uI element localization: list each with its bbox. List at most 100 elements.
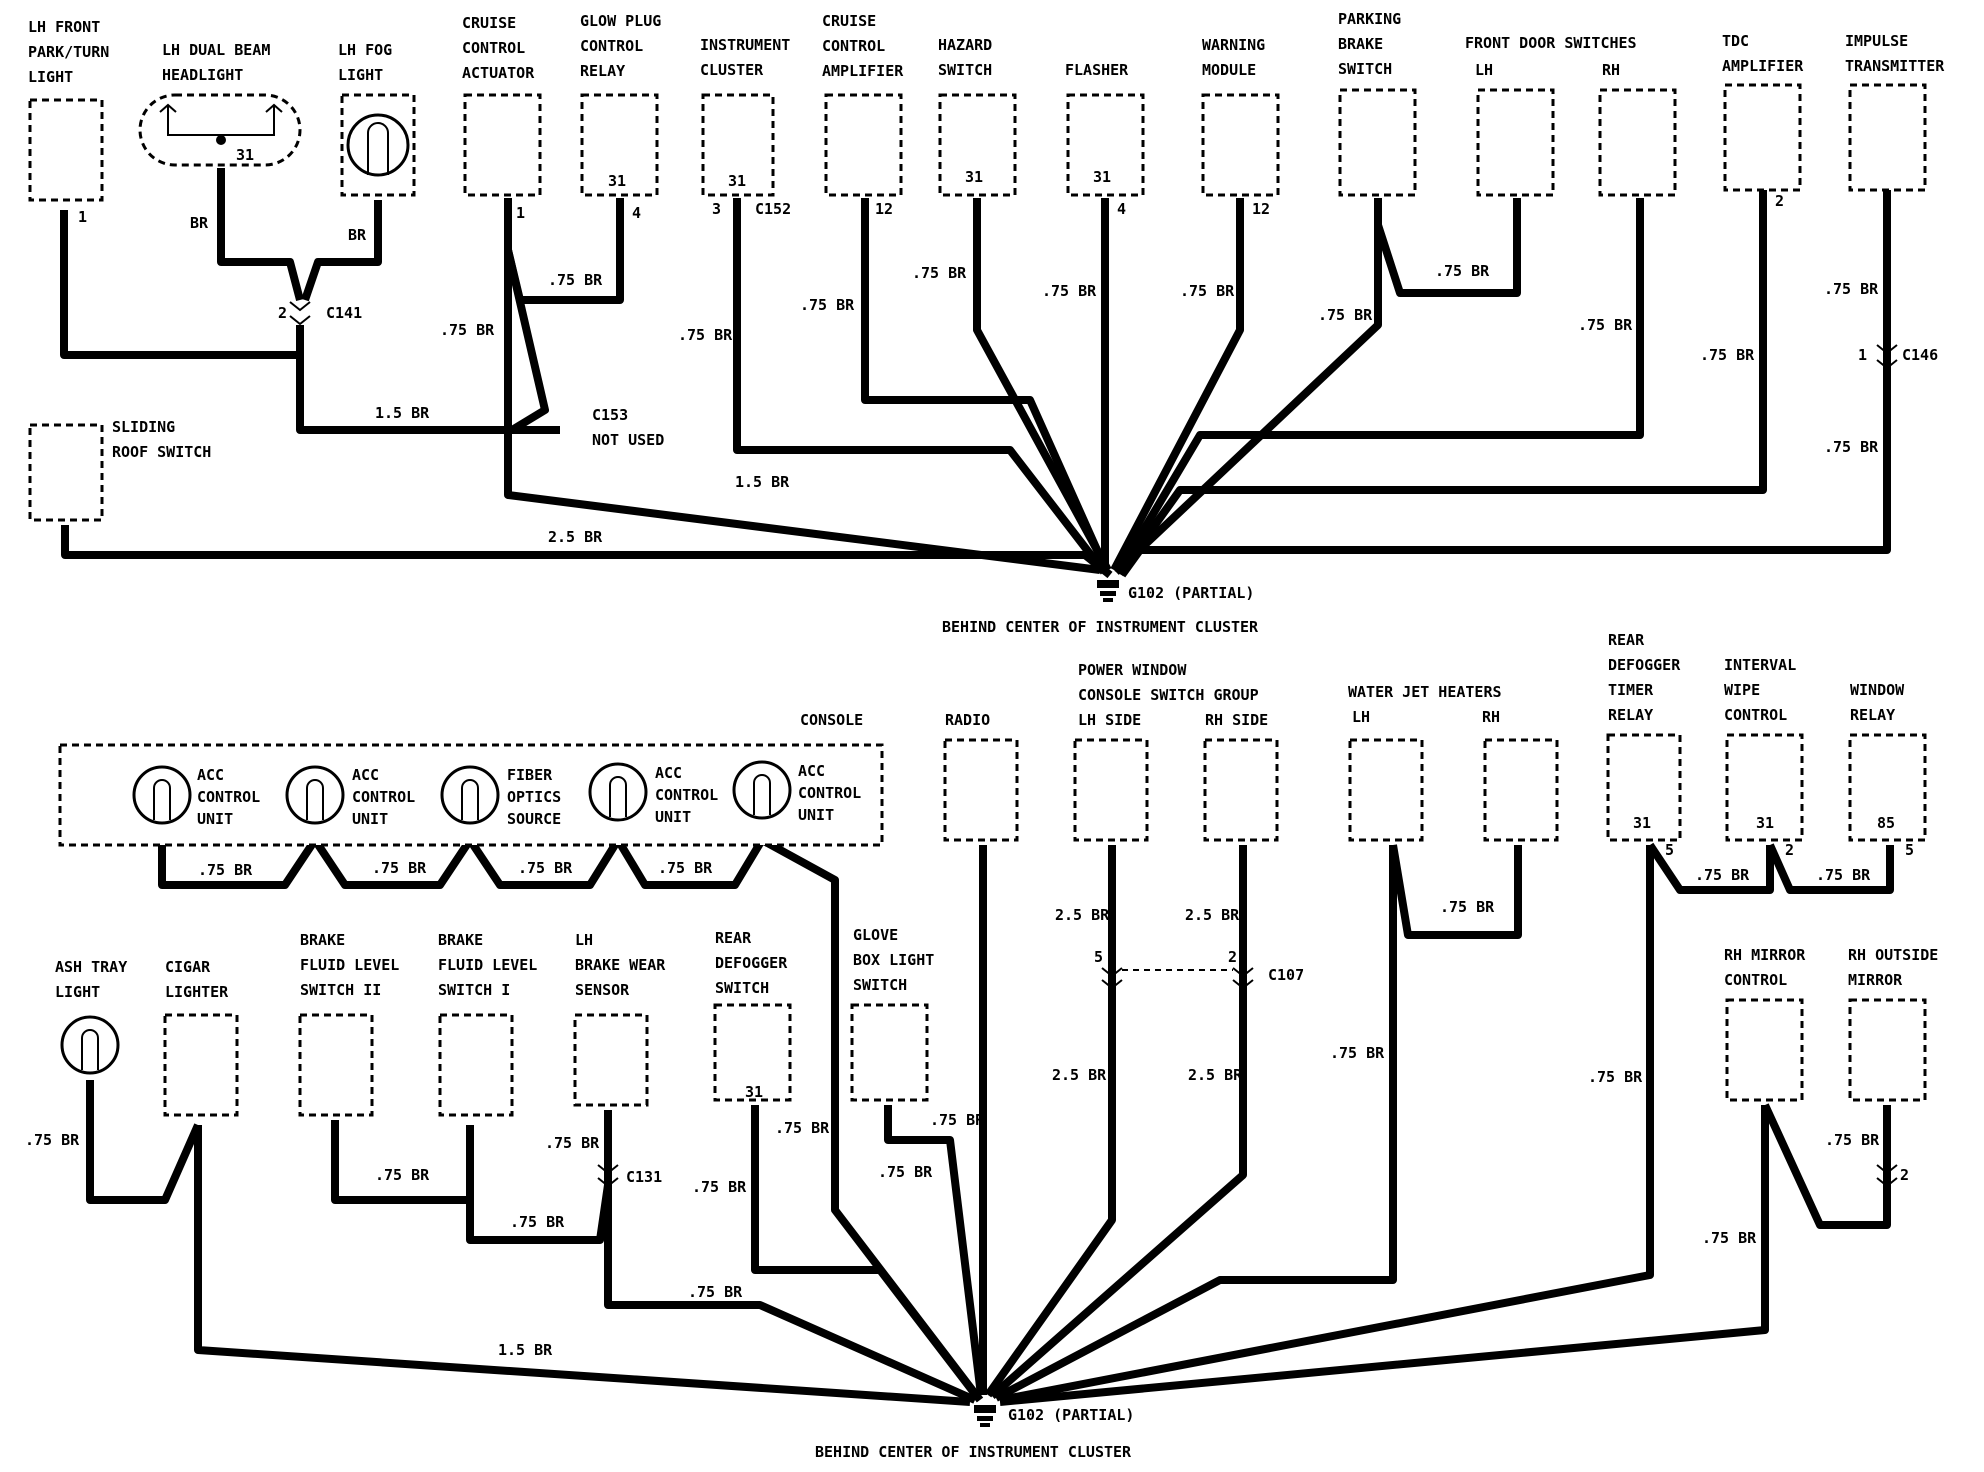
rear-defogger-timer-relay[interactable] [1606,733,1682,842]
wire-interval-wipe [1646,842,1774,894]
acc-control-unit-2[interactable] [285,765,345,825]
label-radio: RADIO [945,711,990,729]
label-ground-top: G102 (PARTIAL) [1128,584,1254,602]
label-c141: C141 [326,304,362,322]
label-defog-timer-2: DEFOGGER [1608,656,1681,674]
lh-dual-beam-headlight[interactable] [138,93,302,167]
front-door-switch-lh[interactable] [1476,88,1555,197]
glove-box-light-switch[interactable] [850,1003,929,1102]
c107-connector-lh-icon [1101,967,1123,990]
acc-control-unit-4[interactable] [732,760,792,820]
label-ground-bottom-loc: BEHIND CENTER OF INSTRUMENT CLUSTER [815,1443,1132,1461]
bottom-components [58,733,1927,1427]
pin-interval-2: 2 [1785,841,1794,859]
wire-defogger-timer [999,845,1654,1404]
label-glove-2: BOX LIGHT [853,951,934,969]
label-water-jet: WATER JET HEATERS [1348,683,1502,701]
flasher[interactable] [1066,93,1145,197]
wire-brake-fluid-2 [331,1120,474,1204]
wire-water-jet-lh [994,845,1397,1402]
wire-front-door-lh [1374,198,1521,297]
top-labels: LH FRONT PARK/TURN LIGHT LH DUAL BEAM HE… [28,10,1945,636]
brake-fluid-level-switch-ii[interactable] [298,1013,374,1117]
lh-brake-wear-sensor[interactable] [573,1013,649,1107]
label-ground-top-loc: BEHIND CENTER OF INSTRUMENT CLUSTER [942,618,1259,636]
wire-warning [1110,198,1244,572]
water-jet-heater-rh[interactable] [1483,738,1559,842]
acc-control-unit-3[interactable] [588,762,648,822]
brake-fluid-level-switch-i[interactable] [438,1013,514,1117]
gauge-defog-switch: .75 BR [692,1178,747,1196]
cruise-control-amplifier[interactable] [824,93,903,197]
label-acc3-2: CONTROL [655,786,718,804]
label-lh-front-2: PARK/TURN [28,43,109,61]
rear-defogger-switch[interactable] [713,1003,792,1102]
hazard-switch[interactable] [938,93,1017,197]
label-interval-2: WIPE [1724,681,1760,699]
gauge-hazard: .75 BR [912,264,967,282]
impulse-transmitter[interactable] [1848,83,1927,192]
interval-wipe-control[interactable] [1725,733,1804,842]
pin-actuator-1: 1 [516,204,525,222]
c107-connector-rh-icon [1232,967,1254,990]
bottom-wires [86,836,1894,1406]
glow-plug-control-relay[interactable] [580,93,659,197]
pin-window-5: 5 [1905,841,1914,859]
sliding-roof-switch[interactable] [28,423,104,522]
pin-headlight-31: 31 [236,146,254,164]
label-impulse-1: IMPULSE [1845,32,1908,50]
label-bf1-1: BRAKE [438,931,483,949]
lh-front-park-turn-light[interactable] [28,98,104,202]
label-fog-1: LH FOG [338,41,392,59]
front-door-switch-rh[interactable] [1598,88,1677,197]
rh-outside-mirror[interactable] [1848,998,1927,1102]
label-interval-3: CONTROL [1724,706,1787,724]
rh-mirror-control[interactable] [1725,998,1804,1102]
label-fiber-2: OPTICS [507,788,561,806]
label-acc1-2: CONTROL [197,788,260,806]
top-components [28,83,1927,602]
cruise-control-actuator[interactable] [463,93,542,197]
label-fiber-1: FIBER [507,766,553,784]
label-flasher: FLASHER [1065,61,1129,79]
label-defog-switch-2: DEFOGGER [715,954,788,972]
fiber-optics-source[interactable] [440,765,500,825]
label-front-door-lh: LH [1475,61,1493,79]
pin-c146-1: 1 [1858,346,1867,364]
power-window-lh-side[interactable] [1073,738,1149,842]
label-acc3-3: UNIT [655,808,691,826]
instrument-cluster[interactable] [701,93,775,197]
label-ash-2: LIGHT [55,983,100,1001]
pin-interval-31: 31 [1756,814,1774,832]
acc-control-unit-1[interactable] [132,765,192,825]
tdc-amplifier[interactable] [1723,83,1802,192]
label-warning-1: WARNING [1202,36,1265,54]
label-mirror-control-1: RH MIRROR [1724,946,1806,964]
gauge-pw-rh-lower: 2.5 BR [1188,1066,1243,1084]
wire-lh-headlight [217,168,304,302]
label-wear-1: LH [575,931,593,949]
ground-g102-bottom-icon [974,1405,996,1427]
ash-tray-light[interactable] [60,1015,120,1075]
label-glow-2: CONTROL [580,37,643,55]
gauge-console-4: .75 BR [658,859,713,877]
window-relay[interactable] [1848,733,1927,842]
label-cruise-amp-3: AMPLIFIER [822,62,904,80]
gauge-brake-wear: .75 BR [545,1134,600,1152]
pin-defog-switch-31: 31 [745,1083,763,1101]
label-c153: C153 [592,406,628,424]
gauge-water-jet: .75 BR [1440,898,1495,916]
wire-c141-c153 [296,325,560,434]
power-window-rh-side[interactable] [1203,738,1279,842]
gauge-cigar-main: 1.5 BR [498,1341,553,1359]
cigar-lighter[interactable] [163,1013,239,1117]
water-jet-heater-lh[interactable] [1348,738,1424,842]
wire-front-door-rh [1114,198,1644,576]
radio[interactable] [943,738,1019,842]
bottom-labels: CONSOLE ACC CONTROL UNIT ACC CONTROL UNI… [25,631,1938,1461]
parking-brake-switch[interactable] [1338,88,1417,197]
pin-c107-5: 5 [1094,948,1103,966]
warning-module[interactable] [1201,93,1280,197]
label-acc2-2: CONTROL [352,788,415,806]
